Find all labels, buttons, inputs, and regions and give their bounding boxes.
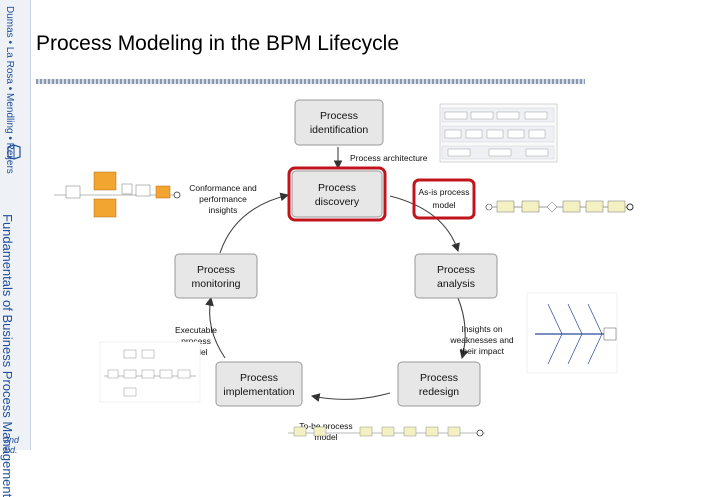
thumbnail-conformance [54, 171, 181, 218]
title-rule [36, 79, 585, 84]
phase-identification: Process identification [294, 99, 384, 146]
phase-implementation: Process implementation [215, 361, 303, 407]
label-conformance-2: performance [199, 194, 247, 204]
label-tobe-2: model [314, 432, 337, 442]
thumbnail-executable [99, 341, 201, 403]
arc-analysis-redesign [457, 297, 469, 360]
phase-redesign: Process redesign [397, 361, 481, 407]
phase-analysis: Process analysis [414, 253, 498, 299]
label-asis-line1: As-is process [418, 187, 469, 197]
phase-identification-line1: Process [320, 110, 358, 122]
phase-implementation-line1: Process [240, 372, 278, 384]
label-conformance-1: Conformance and [189, 183, 257, 193]
slide-title: Process Modeling in the BPM Lifecycle [36, 32, 399, 55]
thumbnail-tobe-model [288, 426, 485, 437]
thumbnail-process-architecture [439, 103, 558, 163]
label-insights-2: weaknesses and [449, 335, 514, 345]
phase-identification-line2: identification [310, 124, 369, 136]
phase-implementation-line2: implementation [223, 386, 294, 398]
thumbnail-asis-model [485, 200, 634, 213]
phase-redesign-line1: Process [420, 372, 458, 384]
arc-monitoring-discovery [219, 192, 290, 254]
discovery-highlight [287, 166, 387, 222]
phase-redesign-line2: redesign [419, 386, 459, 398]
label-insights-3: their impact [460, 346, 505, 356]
book-logo-icon [7, 144, 21, 160]
asis-highlight [412, 178, 476, 220]
sidebar: Dumas • La Rosa • Mendling • Reijers Fun… [0, 0, 31, 497]
phase-monitoring-line1: Process [197, 264, 235, 276]
label-tobe-1: To-be process [299, 421, 352, 431]
phase-discovery-line2: discovery [315, 196, 360, 208]
phase-monitoring-line2: monitoring [191, 278, 240, 290]
label-exec-2: process [181, 336, 211, 346]
arc-implementation-monitoring [205, 296, 226, 359]
arc-redesign-implementation [310, 392, 391, 402]
label-conformance-3: insights [209, 205, 238, 215]
label-exec-1: Executable [175, 325, 217, 335]
phase-analysis-line2: analysis [437, 278, 475, 290]
label-insights-1: Insights on [461, 324, 502, 334]
phase-discovery: Process discovery [287, 166, 387, 222]
label-process-architecture: Process architecture [350, 153, 428, 163]
label-asis-model: As-is process model [412, 178, 476, 220]
thumbnail-fishbone [526, 292, 618, 374]
phase-discovery-line1: Process [318, 182, 356, 194]
phase-monitoring: Process monitoring [174, 253, 258, 299]
phase-analysis-line1: Process [437, 264, 475, 276]
bpm-lifecycle-diagram: Process identification Process discovery… [54, 99, 634, 442]
sidebar-edition: 2nd Ed. [4, 435, 20, 455]
label-asis-line2: model [432, 200, 455, 210]
